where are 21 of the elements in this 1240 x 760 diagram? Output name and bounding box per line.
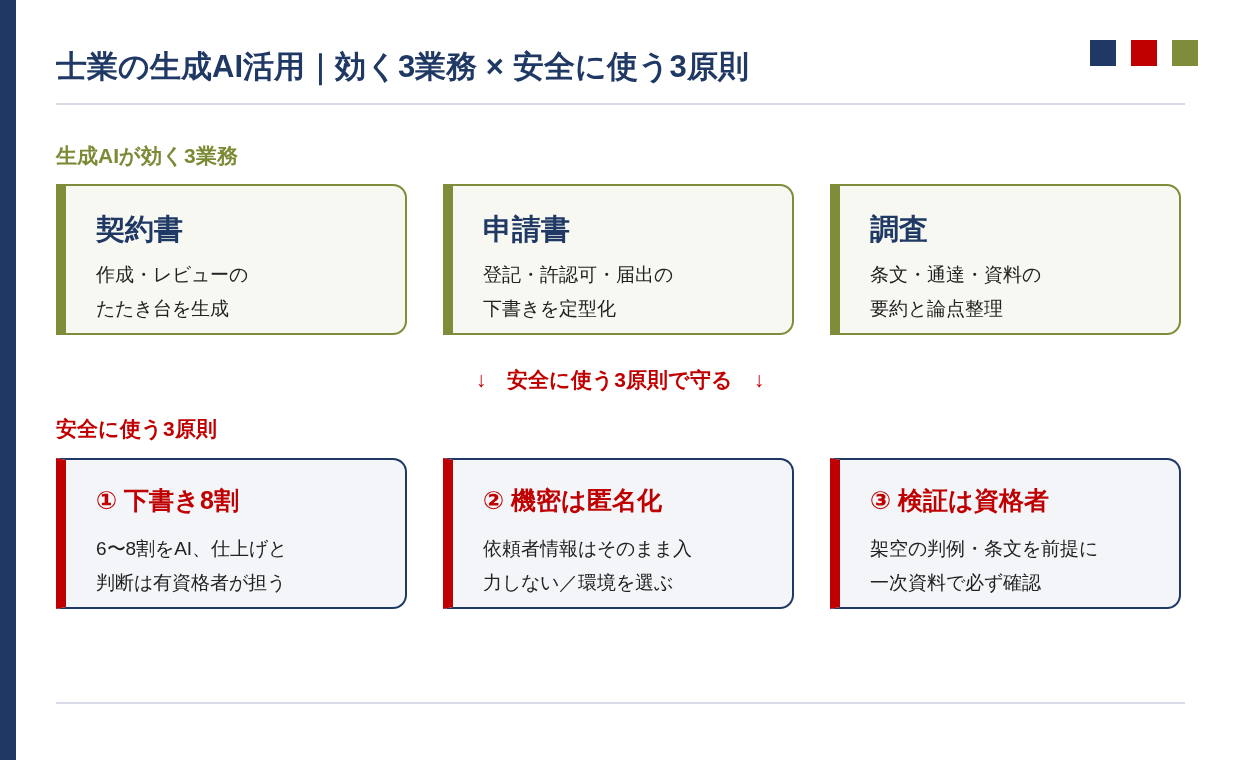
card-text: 条文・通達・資料の要約と論点整理 — [870, 263, 1042, 321]
card-text: 登記・許認可・届出の下書きを定型化 — [483, 263, 674, 321]
card — [56, 458, 407, 609]
card-heading: 申請書 — [483, 212, 570, 247]
card-text: 6〜8割をAI、仕上げと判断は有資格者が担う — [96, 537, 289, 595]
card — [830, 184, 1181, 335]
title: 士業の生成AI活用｜効く3業務 × 安全に使う3原則 — [56, 48, 749, 88]
card-text: 作成・レビューのたたき台を生成 — [96, 263, 249, 321]
card — [443, 458, 794, 609]
section-heading: 生成AIが効く3業務 — [56, 143, 238, 169]
card-heading: ② 機密は匿名化 — [483, 485, 663, 516]
card-heading: ③ 検証は資格者 — [870, 485, 1050, 516]
transition-note: ↓ 安全に使う3原則で守る ↓ — [475, 367, 765, 394]
card — [830, 458, 1181, 609]
card-text: 架空の判例・条文を前提に一次資料で必ず確認 — [870, 537, 1099, 595]
card-heading: 契約書 — [96, 212, 183, 247]
card — [443, 184, 794, 335]
card — [56, 184, 407, 335]
card-heading: ① 下書き8割 — [96, 485, 240, 516]
card-text: 依頼者情報はそのまま入力しない／環境を選ぶ — [483, 537, 693, 595]
card-heading: 調査 — [870, 212, 928, 247]
